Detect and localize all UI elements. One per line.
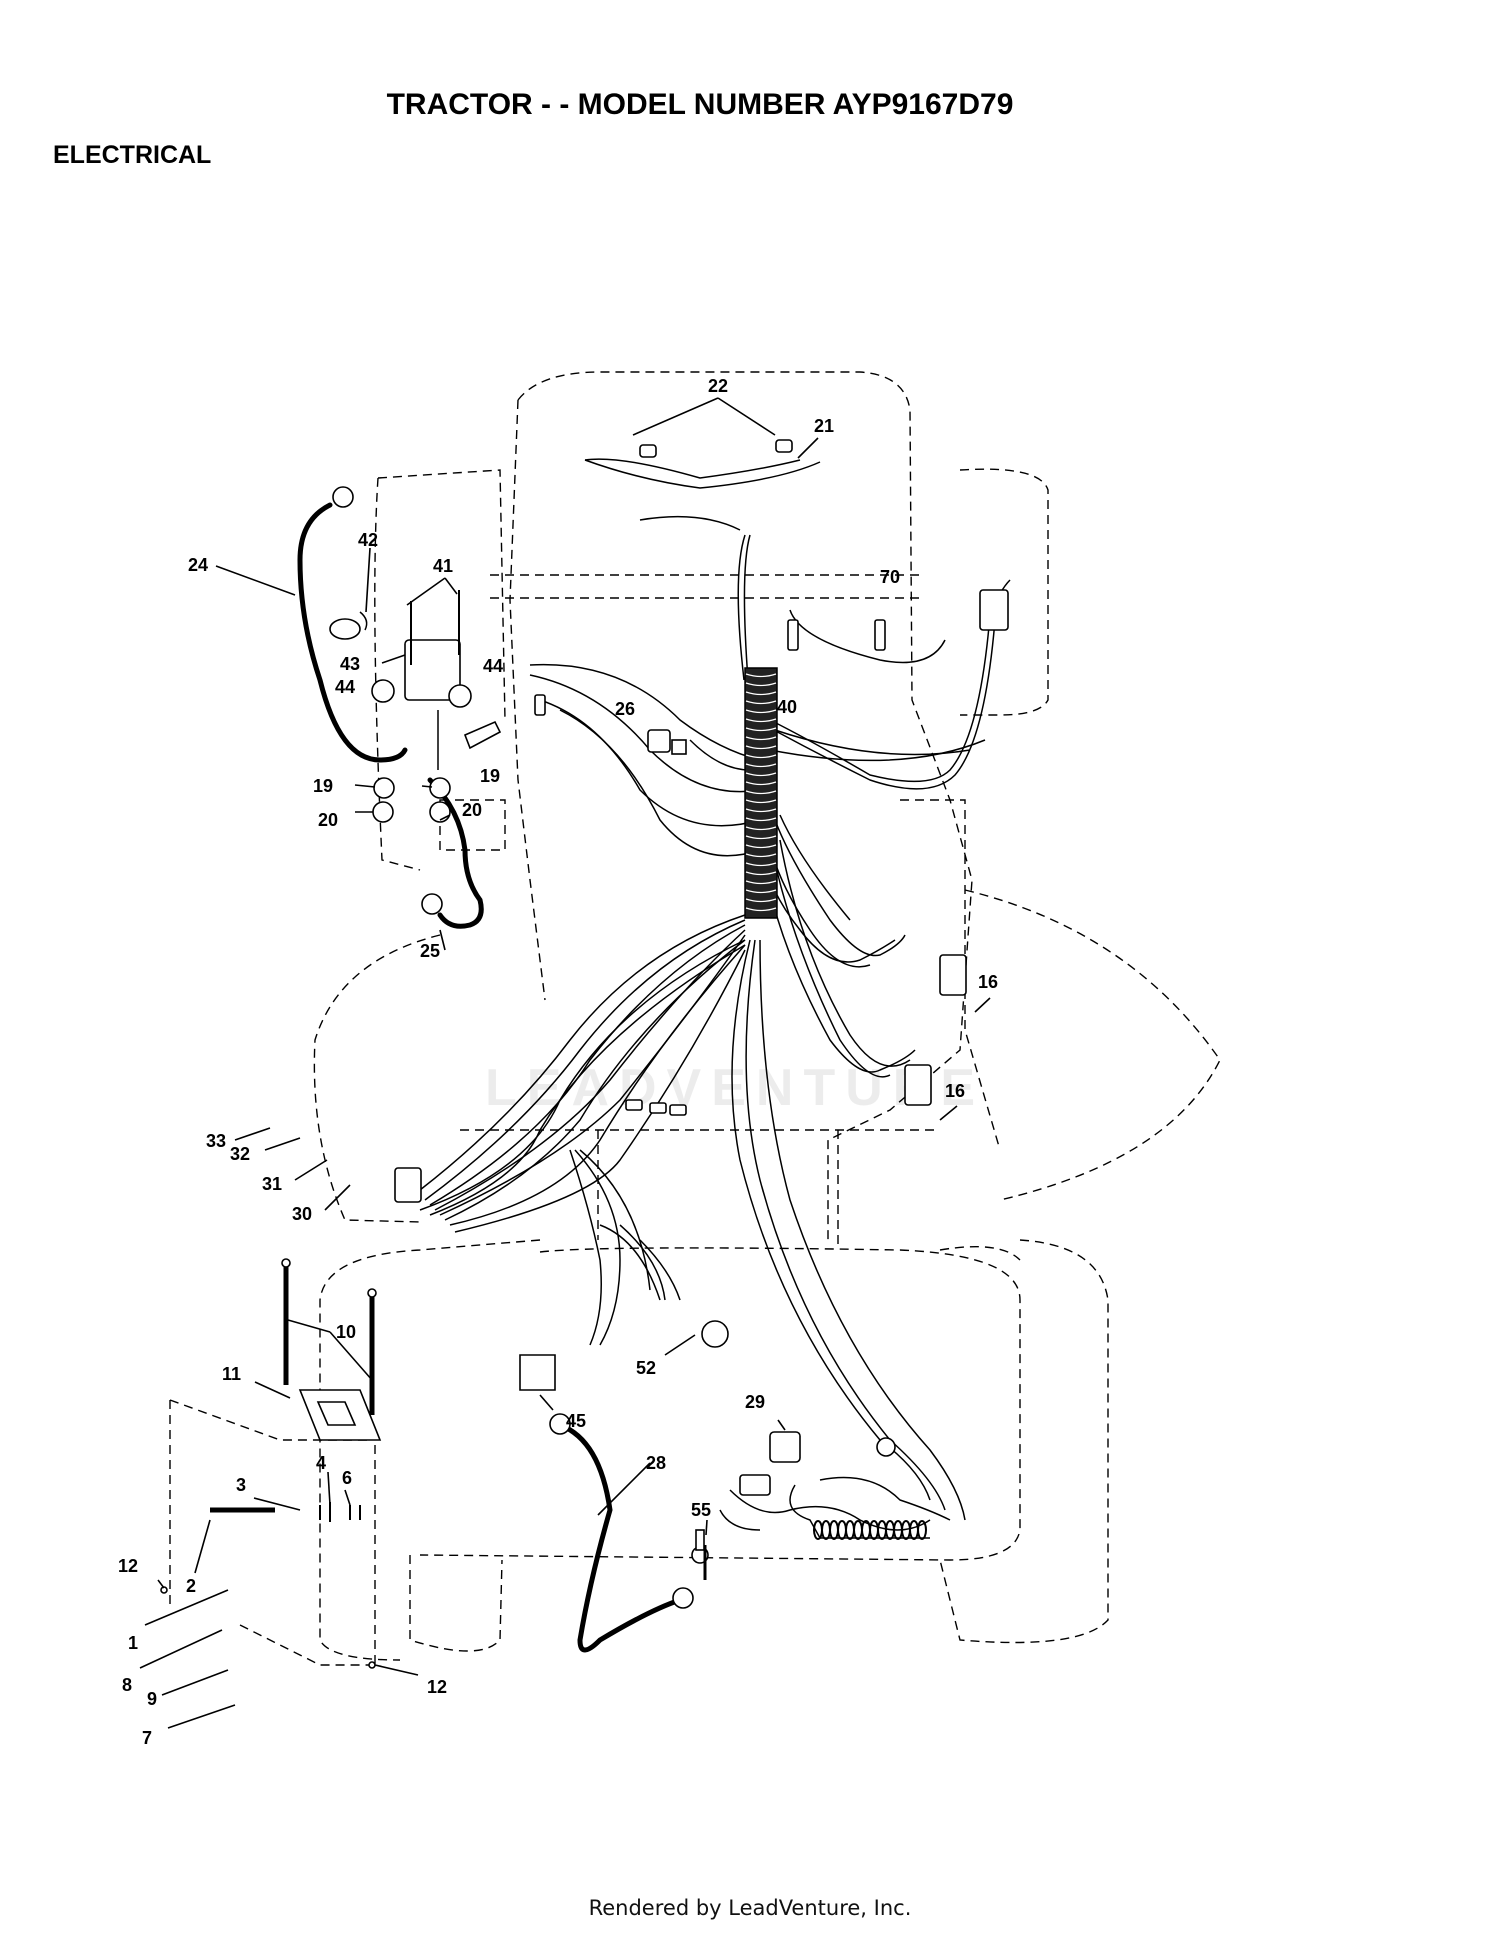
callout-19-right: 19	[480, 766, 500, 786]
coil-ring	[745, 817, 777, 822]
coil-ring	[745, 898, 777, 903]
callout-4: 4	[316, 1453, 326, 1473]
coil-ring	[745, 853, 777, 858]
tractor-outline	[169, 371, 1221, 1666]
callout-16-lower: 16	[945, 1081, 965, 1101]
coil-ring	[745, 799, 777, 804]
callout-29: 29	[745, 1392, 765, 1412]
harness-coil	[744, 667, 778, 919]
coil-ring	[745, 835, 777, 840]
callout-6: 6	[342, 1468, 352, 1488]
coil-cable-ring	[877, 1520, 887, 1540]
callout-12-right: 12	[427, 1677, 447, 1697]
callout-55: 55	[691, 1500, 711, 1520]
footer-credit: Rendered by LeadVenture, Inc.	[588, 1896, 912, 1920]
coil-cable	[789, 1484, 930, 1540]
coil-cable-ring	[869, 1520, 879, 1540]
callout-42: 42	[358, 530, 378, 550]
wire-harness	[419, 458, 1011, 1531]
coil-ring	[745, 790, 777, 795]
callout-43: 43	[340, 654, 360, 674]
callout-16-upper: 16	[978, 972, 998, 992]
coil-ring	[745, 826, 777, 831]
callout-9: 9	[147, 1689, 157, 1709]
switches-connectors	[394, 439, 1009, 1564]
coil-ring	[745, 871, 777, 876]
coil-cable-ring	[861, 1520, 871, 1540]
mounting-hardware	[160, 1258, 707, 1669]
callout-2: 2	[186, 1576, 196, 1596]
coil-ring	[745, 862, 777, 867]
coil-cable-ring	[821, 1520, 831, 1540]
callout-44-right: 44	[483, 656, 503, 676]
callout-20-left: 20	[318, 810, 338, 830]
callout-21: 21	[814, 416, 834, 436]
callout-labels: 22 21 42 24 41 70 43 44 44 26 40 19 19 2…	[118, 376, 998, 1748]
callout-24: 24	[188, 555, 208, 575]
callout-41: 41	[433, 556, 453, 576]
solenoid-assembly	[329, 590, 502, 823]
leader-lines	[139, 397, 991, 1729]
page-title: TRACTOR - - MODEL NUMBER AYP9167D79	[386, 88, 1014, 121]
callout-31: 31	[262, 1174, 282, 1194]
coil-ring	[745, 727, 777, 732]
coil-ring	[745, 745, 777, 750]
section-heading: ELECTRICAL	[53, 141, 212, 169]
callout-3: 3	[236, 1475, 246, 1495]
coil-cable-ring	[845, 1520, 855, 1540]
callout-7: 7	[142, 1728, 152, 1748]
coil-ring	[745, 763, 777, 768]
coil-ring	[745, 754, 777, 759]
callout-1: 1	[128, 1633, 138, 1653]
coil-cable-ring	[853, 1520, 863, 1540]
cable-terminals	[332, 486, 896, 1609]
callout-44-left: 44	[335, 677, 355, 697]
coil-ring	[745, 718, 777, 723]
callout-8: 8	[122, 1675, 132, 1695]
coil-ring	[745, 844, 777, 849]
callout-45: 45	[566, 1411, 586, 1431]
callout-33: 33	[206, 1131, 226, 1151]
coil-ring	[745, 889, 777, 894]
coil-ring	[745, 673, 777, 678]
coil-cable-ring	[917, 1520, 927, 1540]
callout-22: 22	[708, 376, 728, 396]
coil-cable-ring	[829, 1520, 839, 1540]
coil-ring	[745, 682, 777, 687]
coil-ring	[745, 880, 777, 885]
coil-cable-ring	[909, 1520, 919, 1540]
callout-28: 28	[646, 1453, 666, 1473]
callout-40: 40	[777, 697, 797, 717]
callout-19-left: 19	[313, 776, 333, 796]
callout-32: 32	[230, 1144, 250, 1164]
coil-ring	[745, 772, 777, 777]
callout-26: 26	[615, 699, 635, 719]
callout-10: 10	[336, 1322, 356, 1342]
callout-52: 52	[636, 1358, 656, 1378]
coil-ring	[745, 781, 777, 786]
callout-12-left: 12	[118, 1556, 138, 1576]
coil-ring	[745, 907, 777, 912]
callout-30: 30	[292, 1204, 312, 1224]
coil-ring	[745, 808, 777, 813]
callout-70: 70	[880, 567, 900, 587]
coil-ring	[745, 709, 777, 714]
coil-cable-ring	[837, 1520, 847, 1540]
callout-25: 25	[420, 941, 440, 961]
coil-ring	[745, 736, 777, 741]
coil-ring	[745, 691, 777, 696]
coil-ring	[745, 700, 777, 705]
battery-cables	[297, 502, 683, 1653]
callout-11: 11	[222, 1364, 241, 1384]
callout-20-right: 20	[462, 800, 482, 820]
